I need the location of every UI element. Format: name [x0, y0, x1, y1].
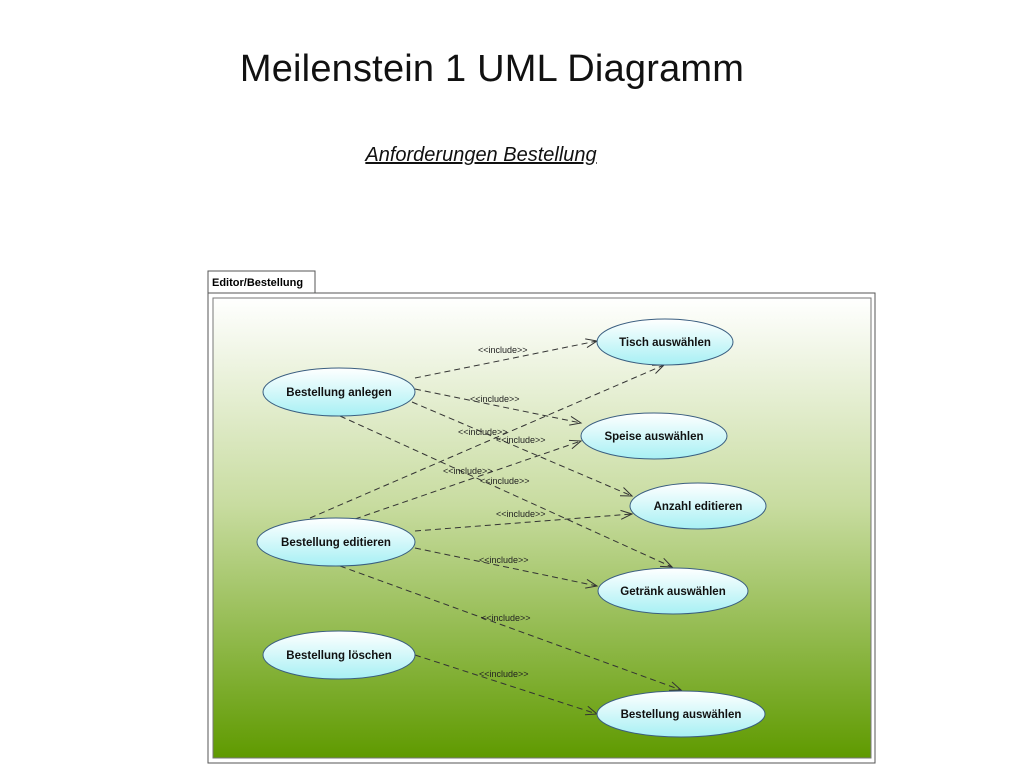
include-relation-line: [414, 547, 598, 587]
arrow-head-icon: [619, 487, 634, 497]
include-relation-label: <<include>>: [481, 613, 531, 623]
include-relation-line: [414, 654, 598, 715]
include-relation-label: <<include>>: [496, 435, 546, 445]
use-case-label: Tisch auswählen: [619, 337, 711, 349]
include-relation-label: <<include>>: [479, 555, 529, 565]
arrow-head-icon: [668, 681, 683, 691]
use-case-ellipse[interactable]: [262, 367, 416, 417]
arrow-head-icon: [585, 578, 599, 589]
include-relation-label: <<include>>: [470, 394, 520, 404]
use-case-ellipse[interactable]: [596, 690, 766, 738]
include-relation-label: <<include>>: [496, 509, 546, 519]
slide-title: Meilenstein 1 UML Diagramm: [239, 48, 745, 90]
use-case-label: Speise auswählen: [604, 431, 703, 443]
relations-layer: <<include>><<include>><<include>><<inclu…: [309, 338, 683, 716]
use-case-anzahl-editieren[interactable]: Anzahl editieren: [629, 482, 767, 530]
arrow-head-icon: [620, 509, 634, 520]
frame-label: Editor/Bestellung: [212, 277, 303, 289]
use-case-label: Anzahl editieren: [654, 501, 743, 513]
arrow-head-icon: [659, 557, 674, 568]
include-relation-line: [414, 513, 633, 532]
use-case-tisch-auswaehlen[interactable]: Tisch auswählen: [596, 318, 734, 366]
include-relation-label: <<include>>: [479, 669, 529, 679]
use-case-bestellung-editieren[interactable]: Bestellung editieren: [256, 517, 416, 567]
use-case-ellipse[interactable]: [580, 412, 728, 460]
use-case-ellipse[interactable]: [629, 482, 767, 530]
arrow-head-icon: [568, 439, 583, 450]
include-relation-line: [339, 415, 673, 568]
include-relation-line: [414, 388, 582, 424]
include-relation-label: <<include>>: [458, 427, 508, 437]
use-case-ellipse[interactable]: [597, 567, 749, 615]
use-case-label: Bestellung auswählen: [621, 709, 742, 721]
include-relation-line: [414, 340, 598, 379]
arrow-head-icon: [569, 415, 583, 426]
use-case-bestellung-auswaehlen[interactable]: Bestellung auswählen: [596, 690, 766, 738]
use-case-label: Bestellung anlegen: [286, 387, 391, 399]
include-relation-label: <<include>>: [480, 476, 530, 486]
use-case-label: Bestellung editieren: [281, 537, 391, 549]
use-case-bestellung-anlegen[interactable]: Bestellung anlegen: [262, 367, 416, 417]
include-relation-line: [309, 364, 665, 519]
use-case-getraenk-auswaehlen[interactable]: Getränk auswählen: [597, 567, 749, 615]
include-relation-label: <<include>>: [443, 466, 493, 476]
use-case-ellipse[interactable]: [256, 517, 416, 567]
include-relation-line: [339, 565, 682, 691]
use-case-label: Bestellung löschen: [286, 650, 391, 662]
include-relation-label: <<include>>: [478, 345, 528, 355]
use-case-ellipse[interactable]: [262, 630, 416, 680]
use-case-bestellung-loeschen[interactable]: Bestellung löschen: [262, 630, 416, 680]
slide-subtitle: Anforderungen Bestellung: [365, 144, 597, 166]
use-case-label: Getränk auswählen: [620, 586, 725, 598]
use-case-speise-auswaehlen[interactable]: Speise auswählen: [580, 412, 728, 460]
use-case-ellipse[interactable]: [596, 318, 734, 366]
